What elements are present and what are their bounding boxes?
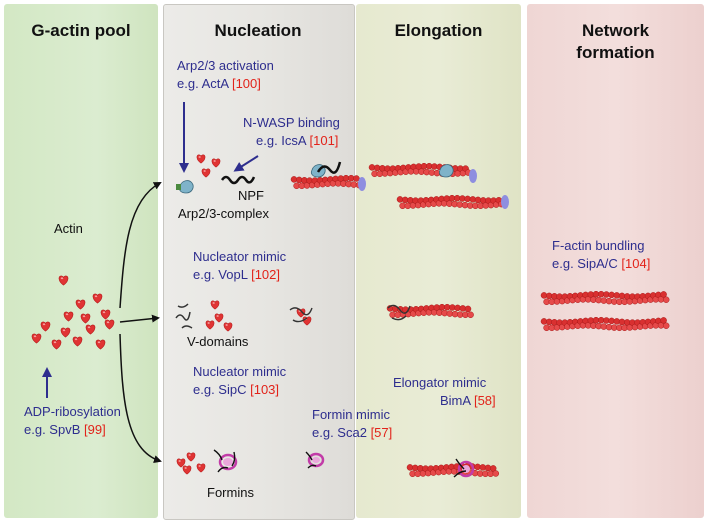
gactin-title: G-actin pool [31,21,131,40]
sipc-reference: e.g. SipC [103] [193,382,280,397]
formin-ring-icon [213,449,238,473]
actin-monomer-icon [214,313,224,323]
elongator-mimic-label: Elongator mimic [393,375,487,390]
actin-filament-icon [406,462,500,478]
v-domain-icon [289,307,313,326]
cap-icon [358,177,366,191]
actin-monomer-icon [196,154,206,164]
panel-nucleation [163,4,355,520]
npf-icon [220,175,256,185]
panel-elongation [356,4,521,518]
actin-filament-icon [396,194,505,210]
actin-monomer-icon [182,465,192,475]
npf-icon [316,161,342,174]
formin-ring-icon [305,451,325,469]
v-domains-label: V-domains [187,334,249,349]
arrow-to-arp23 [119,182,162,309]
actin-monomer-icon [201,168,211,178]
factin-bundling-label: F-actin bundling [552,238,645,253]
cap-icon [469,169,477,183]
arrow-to-vdomains [119,314,160,323]
panel-network-formation [527,4,704,518]
formin-mimic-label: Formin mimic [312,407,390,422]
arp23-complex-icon [438,164,454,178]
bima-reference: BimA [58] [440,393,496,408]
actin-monomer-icon [211,158,221,168]
npf-label: NPF [238,188,264,203]
acta-reference: e.g. ActA [100] [177,76,261,91]
actin-filament-icon [540,316,670,332]
cap-icon [501,195,509,209]
nwasp-binding-label: N-WASP binding [243,115,340,130]
adp-ribosylation-label: ADP-ribosylation [24,404,121,419]
arp23-complex-icon [176,180,194,194]
nucleation-title: Nucleation [214,21,302,40]
actin-monomer-icon [186,452,196,462]
vopl-reference: e.g. VopL [102] [193,267,281,282]
actin-filament-icon [368,162,472,178]
arp23-activation-label: Arp2/3 activation [177,58,274,73]
formins-label: Formins [207,485,254,500]
actin-monomer-icon [31,275,115,350]
actin-monomer-icon [210,300,220,310]
arrow-to-formins [119,333,162,463]
actin-filament-icon [540,290,670,306]
actin-monomer-icon [223,322,233,332]
network-title-line1: Network [581,21,650,40]
network-title-line2: formation [576,43,655,62]
elongation-title: Elongation [394,21,483,40]
actin-monomer-icon [196,463,206,473]
v-domain-icon [175,303,193,329]
actin-filament-icon [290,174,363,190]
sca2-reference: e.g. Sca2 [57] [312,425,393,440]
arp23-complex-label: Arp2/3-complex [178,206,270,221]
v-domain-icon [387,304,411,321]
actin-monomer-icon [205,320,215,330]
nucleator-mimic-label-1: Nucleator mimic [193,249,287,264]
icsa-reference: e.g. IcsA [101] [256,133,339,148]
actin-label: Actin [54,221,83,236]
formin-ring-icon [453,458,475,478]
nucleator-mimic-label-2: Nucleator mimic [193,364,287,379]
spvb-reference: e.g. SpvB [99] [24,422,106,437]
sipac-reference: e.g. SipA/C [104] [552,256,651,271]
arrow-nwasp-binding [233,155,259,172]
actin-filament-icon [386,303,474,319]
